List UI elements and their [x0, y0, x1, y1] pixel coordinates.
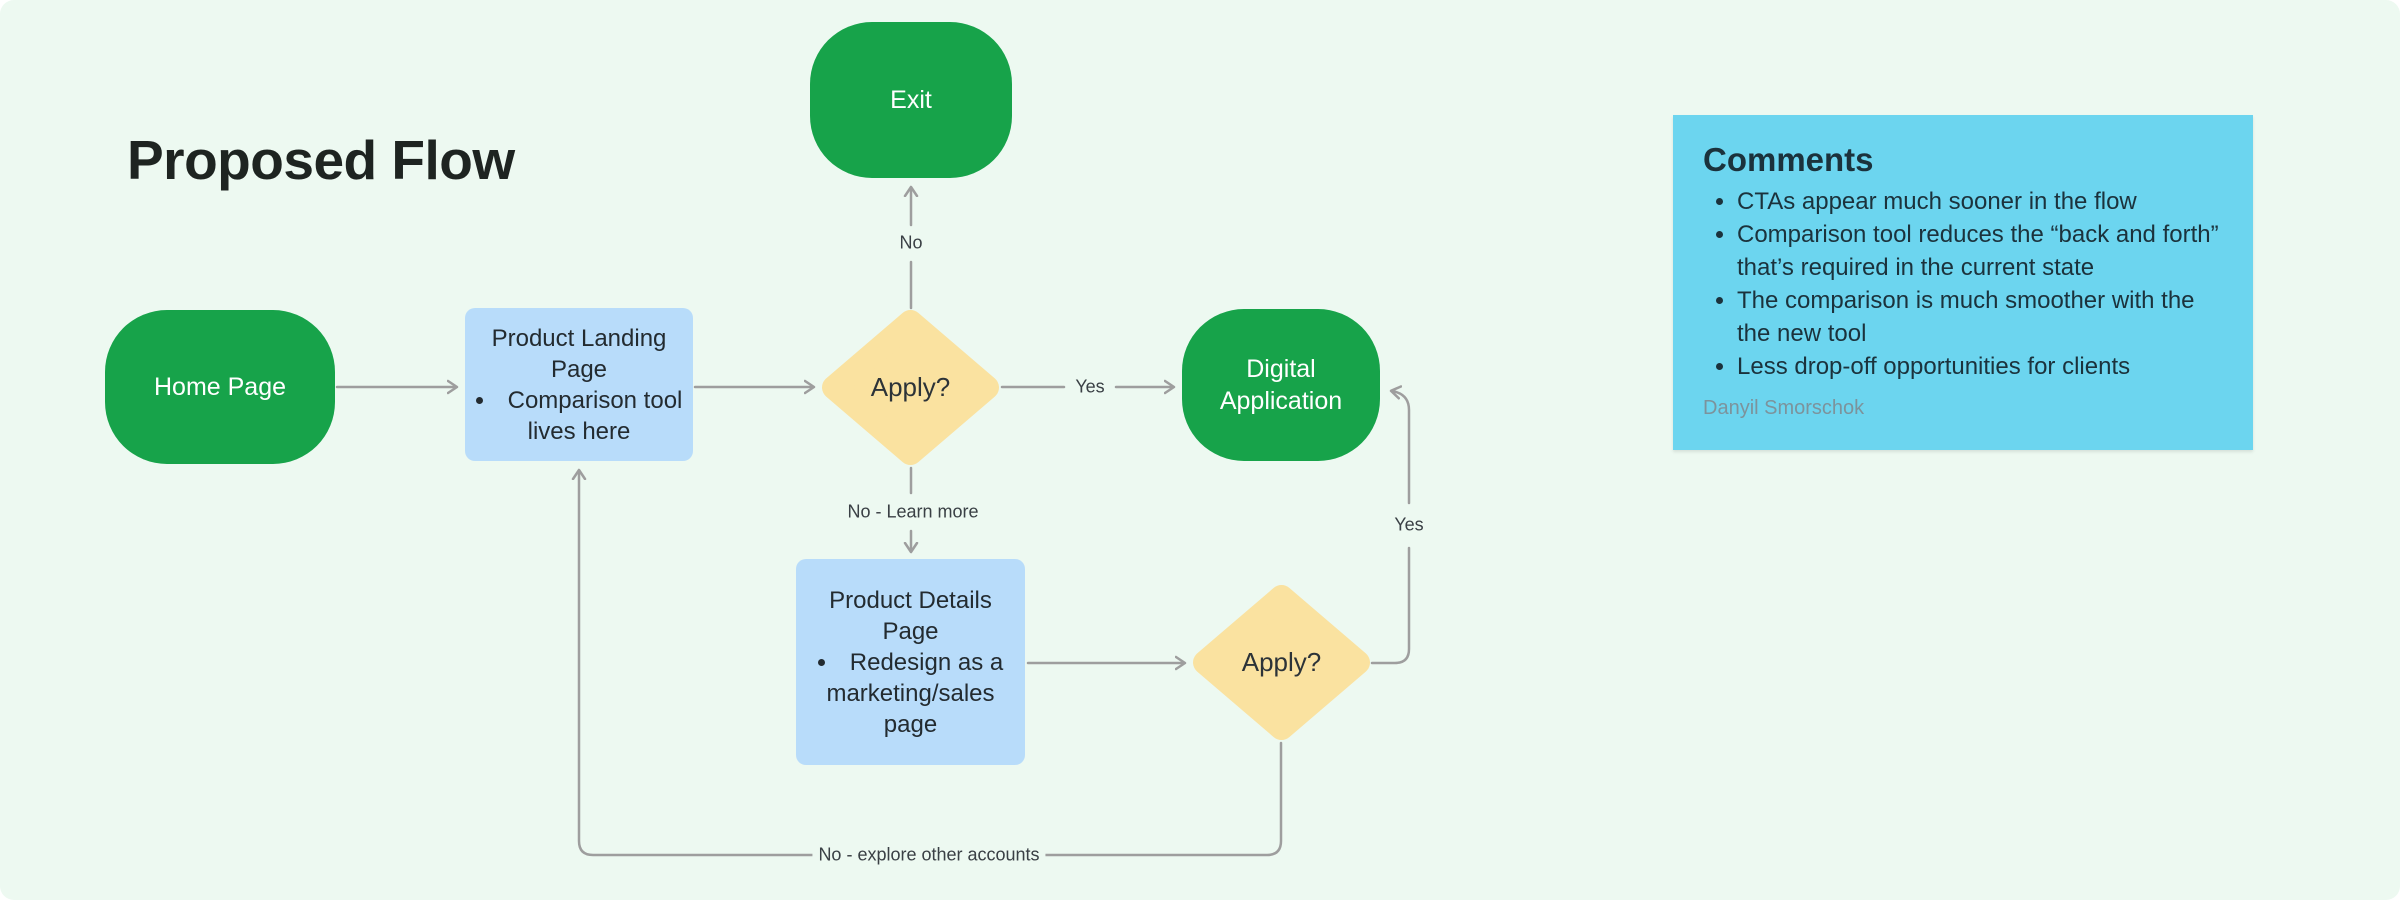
decision-apply-2-label: Apply?	[1241, 647, 1322, 677]
node-exit[interactable]: Exit	[810, 22, 1012, 178]
node-home-page-label: Home Page	[153, 373, 287, 401]
edge-apply2-to-digital-a	[1370, 546, 1411, 665]
comments-sticky-note[interactable]: Comments CTAs appear much sooner in the …	[1673, 115, 2253, 450]
node-digital-application-label: Digital Application	[1219, 355, 1343, 415]
edge-apply2-to-landing-a	[1038, 741, 1283, 857]
comment-item: Comparison tool reduces the “back and fo…	[1737, 218, 2223, 284]
edge-label-no-learn-more: No - Learn more	[841, 501, 985, 523]
diamond-shape	[822, 310, 999, 465]
edge-apply2-to-landing-b	[579, 471, 822, 857]
diamond-shape	[1193, 585, 1370, 740]
comments-author: Danyil Smorschok	[1703, 397, 1865, 419]
node-product-landing-bullet: Comparison tool lives here	[507, 386, 683, 445]
page-title[interactable]: Proposed Flow	[127, 129, 515, 191]
node-product-landing-title: Product Landing Page	[491, 324, 667, 383]
edge-label-no-explore: No - explore other accounts	[812, 844, 1046, 866]
node-product-landing-page[interactable]: Product Landing Page Comparison tool liv…	[465, 308, 693, 461]
edge-label-yes-apply2: Yes	[1388, 514, 1430, 536]
comment-item: The comparison is much smoother with the…	[1737, 284, 2223, 350]
edge-apply2-to-digital-b	[1392, 391, 1411, 505]
comment-item: CTAs appear much sooner in the flow	[1737, 185, 2223, 218]
node-home-page[interactable]: Home Page	[105, 310, 335, 464]
edge-label-yes-apply1: Yes	[1069, 376, 1111, 398]
node-digital-application[interactable]: Digital Application	[1182, 309, 1380, 461]
comments-list: CTAs appear much sooner in the flowCompa…	[1703, 185, 2223, 383]
decision-apply-1[interactable]: Apply?	[822, 310, 999, 465]
node-product-details-page[interactable]: Product Details Page Redesign as a marke…	[796, 559, 1025, 765]
comment-item: Less drop-off opportunities for clients	[1737, 350, 2223, 383]
node-product-details-bullet: Redesign as a marketing/sales page	[826, 648, 1004, 738]
decision-apply-2[interactable]: Apply?	[1193, 585, 1370, 740]
node-exit-label: Exit	[890, 86, 932, 114]
decision-apply-1-label: Apply?	[870, 372, 951, 402]
comments-title: Comments	[1703, 141, 1874, 178]
node-product-details-title: Product Details Page	[829, 586, 992, 645]
edge-label-no-exit: No	[893, 232, 929, 254]
